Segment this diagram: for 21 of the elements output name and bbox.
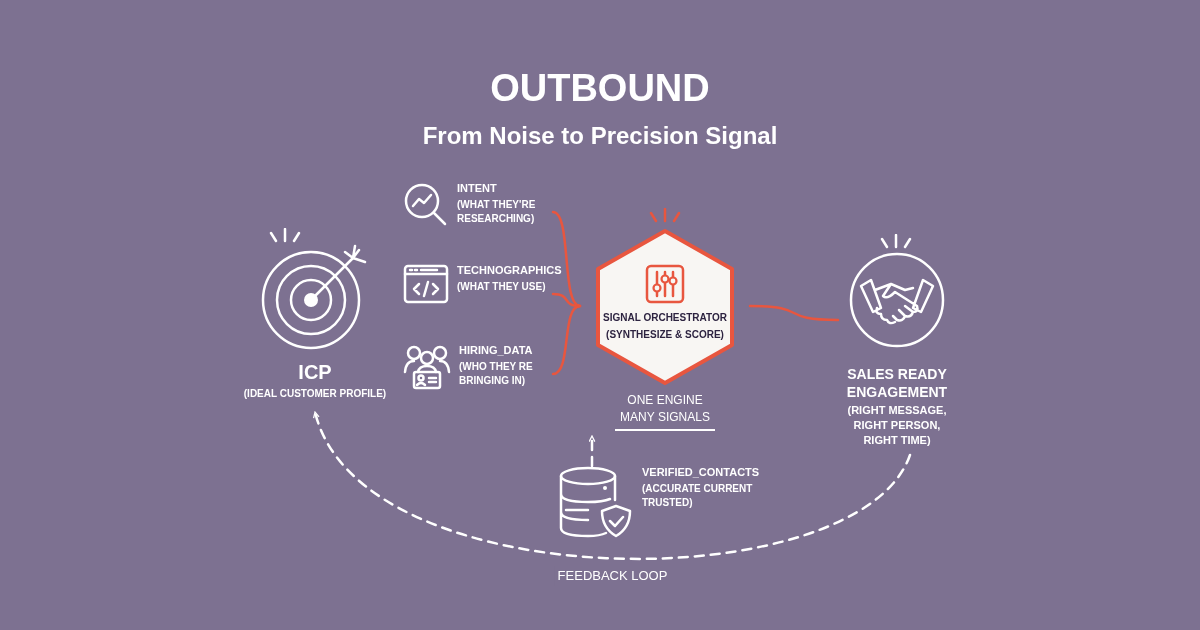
node-title: ICP [298,360,332,385]
node-title: INTENT [457,182,498,196]
node-subtitle: (ACCURATE CURRENT TRUSTED) [642,481,754,510]
title: OUTBOUND [490,66,710,111]
node-title: VERIFIED_CONTACTS [642,466,760,480]
node-title: HIRING_DATA [459,344,534,358]
node-subtitle: (SYNTHESIZE & SCORE) [606,328,724,341]
node-subtitle: (WHAT THEY USE) [457,279,547,294]
dashed-arrow [588,434,596,468]
node-title: TECHNOGRAPHICS [457,264,562,278]
node-caption: ONE ENGINE MANY SIGNALS [615,392,715,431]
node-title: SIGNAL ORCHESTRATOR [603,312,727,325]
node-subtitle: (RIGHT MESSAGE, RIGHT PERSON, RIGHT TIME) [846,403,948,449]
arrow [551,304,582,376]
subtitle: From Noise to Precision Signal [422,121,778,151]
node-title: SALES READY ENGAGEMENT [845,366,949,401]
arrow [551,210,582,308]
node-subtitle: (IDEAL CUSTOMER PROFILE) [243,387,387,401]
dashed-arrow [313,410,912,560]
node-subtitle: (WHO THEY RE BRINGING IN) [459,359,534,388]
node-subtitle: (WHAT THEY'RE RESEARCHING) [457,197,537,226]
